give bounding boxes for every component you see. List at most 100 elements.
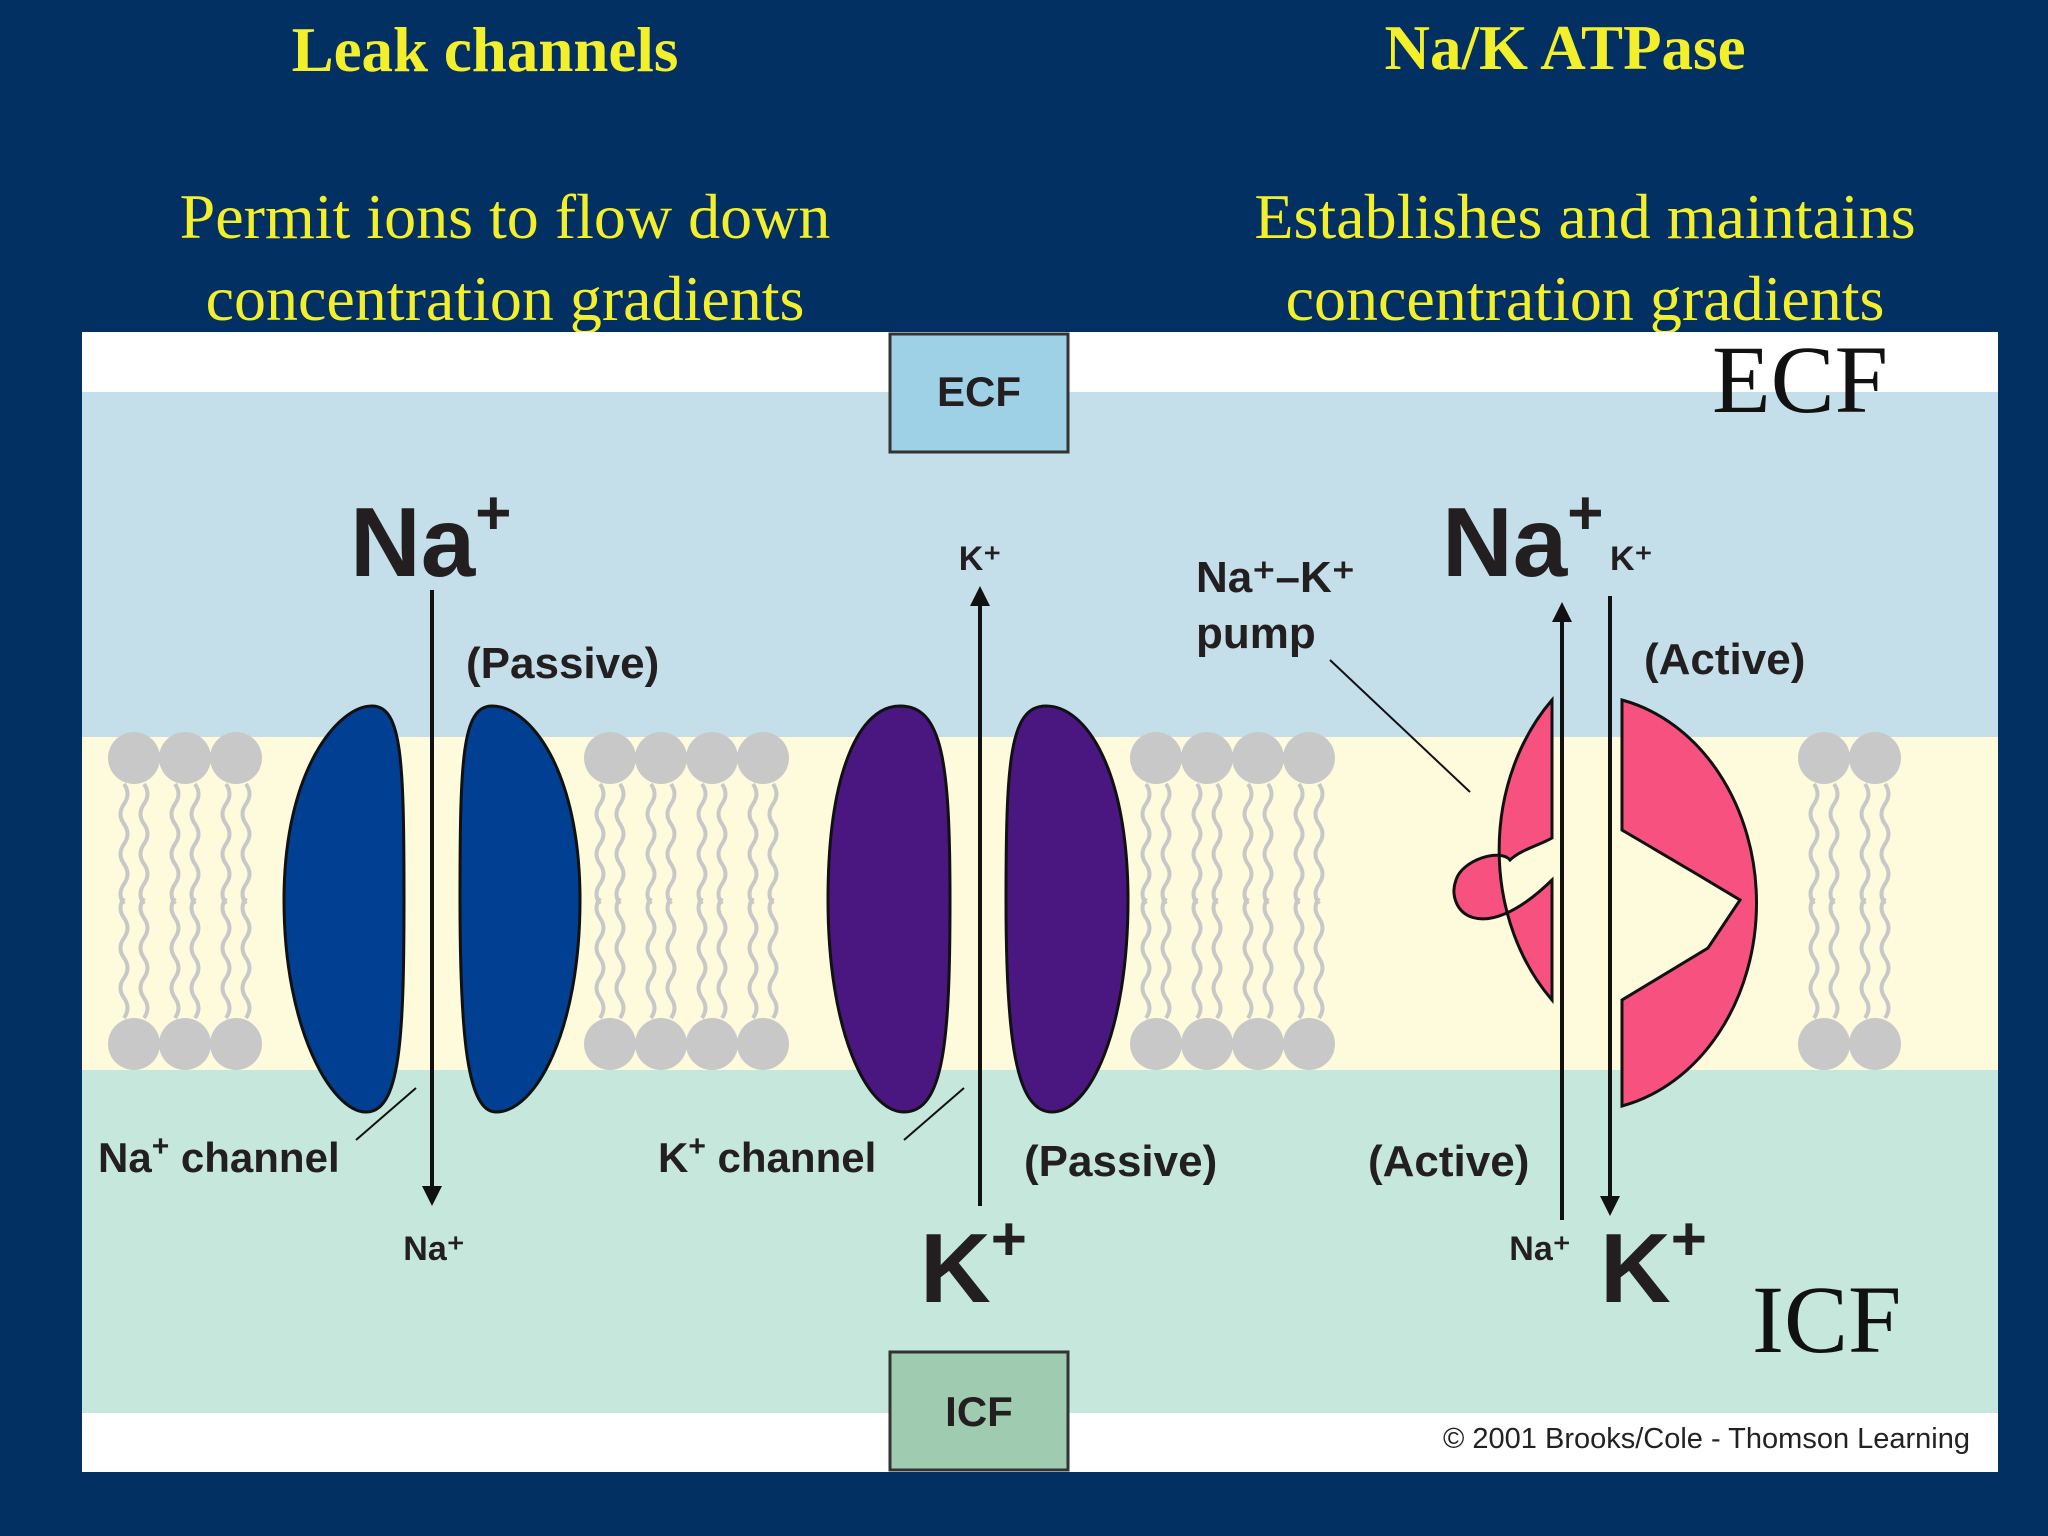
lipid-tail [614,896,626,1020]
lipid-head [108,732,160,784]
pump-top-na: Na+ [1442,479,1604,597]
leak-channels-title: Leak channels [291,15,679,85]
lipid-head [737,732,789,784]
ecf-box: ECF [888,332,1070,454]
lipid-head [686,1018,738,1070]
lipid-tail [169,782,181,906]
lipid-tail [1242,782,1254,906]
na-channel-mode: (Passive) [466,639,659,688]
lipid-head [1232,732,1284,784]
lipid-tail [1828,782,1840,906]
lipid-head [1283,1018,1335,1070]
atpase-subtitle-line2: concentration gradients [1285,263,1885,334]
pump-top-k: K⁺ [1610,540,1653,578]
lipid-tail [1211,896,1223,1020]
lipid-tail [169,896,181,1020]
pump-mode-bottom: (Active) [1368,1137,1529,1186]
lipid-tail [1242,896,1254,1020]
lipid-tail [1191,782,1203,906]
lipid-tail [220,782,232,906]
leak-subtitle-line2: concentration gradients [205,263,805,334]
lipid-tail [189,896,201,1020]
k-channel-leader [903,1087,965,1141]
lipid-tail [189,782,201,906]
na-channel-bottom-ion: Na⁺ [403,1230,464,1268]
lipid-head [1849,1018,1901,1070]
lipid-head [210,1018,262,1070]
lipid-tail [594,896,606,1020]
lipid-tail [240,782,252,906]
lipid-head [686,732,738,784]
pump-label-line1: Na⁺–K⁺ [1196,553,1355,602]
lipid-head [1798,1018,1850,1070]
lipid-tail [240,896,252,1020]
lipid-tail [1859,896,1871,1020]
lipid-tail [696,782,708,906]
k-channel-mode: (Passive) [1024,1137,1217,1186]
k-channel-left-subunit [826,704,952,1114]
na-channel-left-subunit [282,704,406,1114]
lipid-tail [1191,896,1203,1020]
lipid-head [159,1018,211,1070]
lipid-tail [594,782,606,906]
lipid-tail [1313,782,1325,906]
na-channel [282,704,582,1114]
lipid-tail [767,782,779,906]
lipid-tail [118,782,130,906]
lipid-tail [1140,896,1152,1020]
lipid-head [635,732,687,784]
na-channel-top-ion: Na+ [350,479,512,597]
icf-box-label: ICF [945,1388,1013,1435]
lipid-head [108,1018,160,1070]
pump-leader [1329,659,1471,793]
lipid-tail [1808,896,1820,1020]
k-channel-right-subunit [1004,704,1130,1114]
lipid-tail [614,782,626,906]
lipid-head [1181,1018,1233,1070]
na-channel-right-subunit [458,704,582,1114]
lipid-tail [1160,896,1172,1020]
atpase-subtitle-line1: Establishes and maintains [1254,181,1916,252]
lipid-tail [1140,782,1152,906]
na-k-pump [1452,695,1758,1108]
lipid-tail [1293,896,1305,1020]
lipid-head [1232,1018,1284,1070]
lipid-tail [767,896,779,1020]
lipid-head [1798,732,1850,784]
lipid-head [737,1018,789,1070]
copyright-notice: © 2001 Brooks/Cole - Thomson Learning [1443,1423,1970,1455]
lipid-tail [1262,896,1274,1020]
lipid-head [1283,732,1335,784]
lipid-tail [1808,782,1820,906]
lipid-tail [1313,896,1325,1020]
lipid-bilayer [108,732,1901,1070]
pump-right-half [1620,698,1758,1108]
lipid-tail [665,896,677,1020]
lipid-head [1849,732,1901,784]
lipid-head [1181,732,1233,784]
leak-subtitle-line1: Permit ions to flow down [179,181,831,252]
na-channel-label: Na+ channel [98,1130,340,1181]
ecf-overlay-label: ECF [1712,326,1888,433]
k-channel [826,704,1130,1114]
lipid-tail [118,896,130,1020]
lipid-tail [1879,896,1891,1020]
lipid-tail [1211,782,1223,906]
lipid-tail [1828,896,1840,1020]
lipid-head [584,1018,636,1070]
k-channel-bottom-ion: K+ [920,1205,1027,1323]
lipid-tail [645,782,657,906]
lipid-tail [138,896,150,1020]
lipid-tail [1160,782,1172,906]
leak-channels-subtitle: Permit ions to flow down concentration g… [60,176,950,340]
pump-left-half [1452,695,1554,1005]
lipid-tail [1859,782,1871,906]
pump-mode-top: (Active) [1644,635,1805,684]
na-k-atpase-title: Na/K ATPase [1384,13,1746,83]
lipid-tail [1293,782,1305,906]
lipid-tail [1879,782,1891,906]
k-channel-label: K+ channel [658,1130,876,1181]
lipid-tail [747,782,759,906]
lipid-head [1130,1018,1182,1070]
